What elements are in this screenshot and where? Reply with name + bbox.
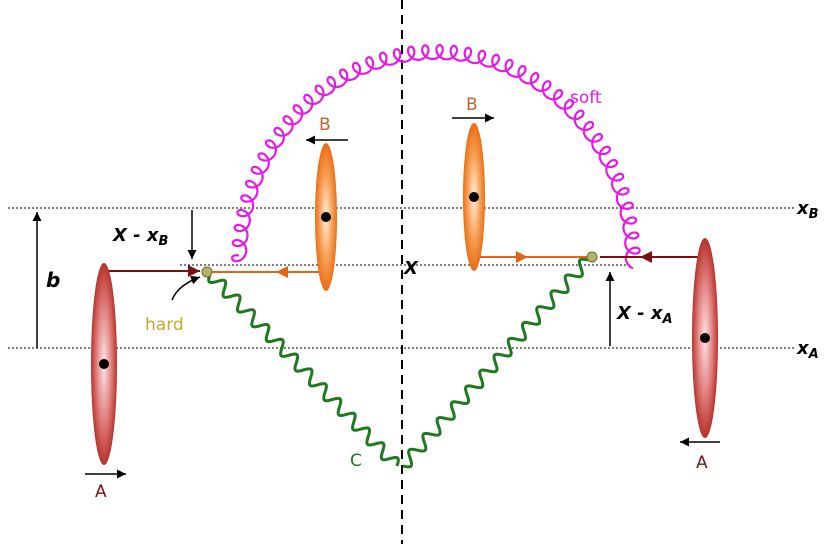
- hard-pointer-arrow: [171, 275, 201, 301]
- hard-vertex-left: [201, 266, 213, 278]
- b-left-label: B: [319, 115, 331, 135]
- left-separation-label: X - xB: [112, 225, 169, 249]
- a-right-label: A: [696, 453, 708, 473]
- x-label: X: [403, 258, 419, 279]
- nucleus-a-left-center: [99, 359, 109, 369]
- nucleus-b-left-center: [321, 212, 331, 222]
- nucleus-b-right-center: [469, 192, 479, 202]
- b-label: b: [46, 268, 60, 292]
- xa-label: xA: [796, 338, 819, 362]
- hard-vertex-right: [586, 251, 598, 263]
- a-left-label: A: [95, 482, 107, 502]
- b-right-label: B: [466, 95, 478, 115]
- soft-spring: [230, 43, 641, 270]
- hard-label: hard: [145, 315, 184, 335]
- c-label: C: [350, 451, 362, 471]
- nucleus-a-right-center: [700, 333, 710, 343]
- c-spring: [207, 257, 589, 469]
- right-separation-label: X - xA: [616, 303, 673, 327]
- xb-label: xB: [796, 198, 819, 222]
- soft-label: soft: [570, 88, 602, 108]
